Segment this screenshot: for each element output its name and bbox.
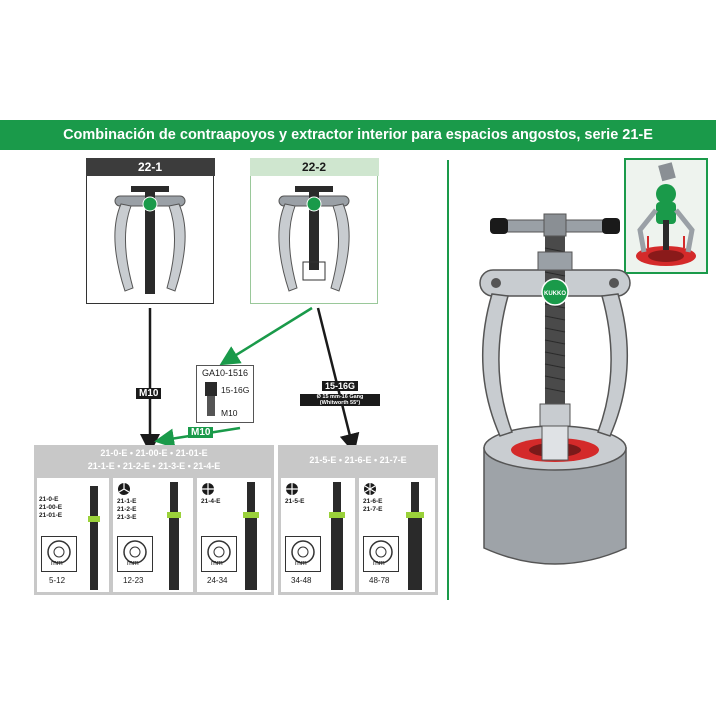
thread-label-m10: M10 (136, 388, 162, 399)
extractor-cell-34-48: 21-5-E mm 34-48 (280, 477, 356, 593)
cell-unit: mm (51, 560, 63, 567)
left-group-header: 21-0-E • 21-00-E • 21-01-E 21-1-E • 21-2… (34, 445, 274, 475)
thread-spec-label: 15-16G Ø 15 mm-16 Gang (Whitworth 55°) (300, 376, 380, 406)
puller-box-22-2: 22-2 (249, 157, 379, 304)
puller-label-22-1: 22-1 (85, 157, 215, 176)
four-segment-icon (286, 483, 298, 495)
cell-code: 21-00-E (39, 504, 63, 511)
arrow-22-2-to-right-group (316, 307, 360, 454)
bearing-icon (363, 536, 399, 572)
three-segment-icon (118, 483, 130, 495)
bearing-icon (41, 536, 77, 572)
two-arm-puller-adapter-image (278, 185, 350, 292)
cell-unit: mm (211, 560, 223, 567)
adapter-box: GA10-1516 15-16G M10 (196, 365, 254, 423)
cell-range: 12-23 (123, 576, 144, 585)
extractor-cell-24-34: 21-4-E mm 24-34 (196, 477, 272, 593)
inner-extractor-icon (406, 482, 424, 590)
cell-codes: 21-5-E (285, 498, 305, 506)
cell-code: 21-6-E (363, 498, 383, 505)
mascot-inset (624, 158, 708, 274)
cell-code: 21-5-E (285, 498, 305, 505)
cell-code: 21-01-E (39, 512, 63, 519)
left-group-header-line1: 21-0-E • 21-00-E • 21-01-E (100, 448, 208, 458)
cell-codes: 21-4-E (201, 498, 221, 506)
puller-label-22-2: 22-2 (249, 157, 379, 176)
cell-unit: mm (127, 560, 139, 567)
cell-codes: 21-1-E 21-2-E 21-3-E (117, 498, 137, 522)
puller-box-22-1: 22-1 (85, 157, 215, 304)
inner-extractor-icon (243, 482, 259, 590)
cell-code: 21-1-E (117, 498, 137, 505)
right-group-header-line1: 21-5-E • 21-6-E • 21-7-E (309, 455, 407, 465)
extractor-cell-12-23: 21-1-E 21-2-E 21-3-E mm 12-23 (112, 477, 194, 593)
cell-range: 34-48 (291, 576, 312, 585)
puller-in-bearing-illustration: KUKKO (479, 213, 631, 565)
adapter-top-label: 15-16G (221, 385, 250, 395)
bearing-icon (285, 536, 321, 572)
cell-codes: 21-6-E 21-7-E (363, 498, 383, 514)
cell-code: 21-7-E (363, 506, 383, 513)
title-banner (0, 120, 716, 150)
adapter-bottom-label: M10 (221, 408, 238, 418)
mascot-illustration (636, 162, 696, 266)
four-segment-icon (202, 483, 214, 495)
arrow-22-2-to-adapter (219, 306, 313, 366)
cell-code: 21-0-E (39, 496, 59, 503)
extractor-cell-5-12: 21-0-E 21-00-E 21-01-E mm 5-12 (36, 477, 110, 593)
cell-code: 21-4-E (201, 498, 221, 505)
thread-spec-line3: (Whitworth 55°) (300, 400, 380, 406)
inner-extractor-icon (88, 486, 100, 590)
thread-label-m10-adapter: M10 (188, 427, 214, 438)
thread-spec-title: 15-16G (321, 381, 359, 391)
section-divider (447, 160, 449, 600)
cell-range: 5-12 (49, 576, 66, 585)
cell-code: 21-3-E (117, 514, 137, 521)
cell-unit: mm (295, 560, 307, 567)
extractor-cell-48-78: 21-6-E 21-7-E mm 48-78 (358, 477, 436, 593)
two-arm-puller-image (114, 185, 186, 294)
left-group-header-line2: 21-1-E • 21-2-E • 21-3-E • 21-4-E (87, 461, 221, 471)
right-group-header: 21-5-E • 21-6-E • 21-7-E (278, 445, 438, 475)
cell-unit: mm (373, 560, 385, 567)
adapter-icon (205, 382, 217, 416)
inner-extractor-icon (329, 482, 345, 590)
thread-spec-line2: Ø 15 mm-16 Gang (300, 394, 380, 400)
cell-range: 24-34 (207, 576, 228, 585)
adapter-code: GA10-1516 (201, 368, 249, 378)
logo-text: KUKKO (544, 291, 566, 297)
cell-code: 21-2-E (117, 506, 137, 513)
cell-range: 48-78 (369, 576, 390, 585)
bearing-icon (117, 536, 153, 572)
bearing-icon (201, 536, 237, 572)
inner-extractor-icon (167, 482, 181, 590)
six-segment-icon (364, 483, 376, 495)
cell-codes: 21-0-E 21-00-E 21-01-E (39, 496, 62, 520)
banner-title: Combinación de contraapoyos y extractor … (63, 127, 653, 143)
